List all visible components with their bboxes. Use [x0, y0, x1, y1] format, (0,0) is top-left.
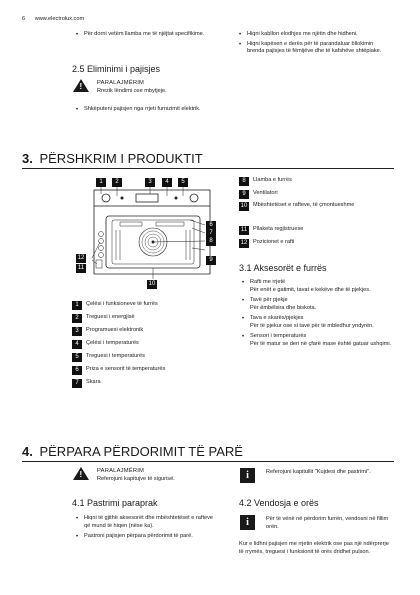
- section-4-1-title: 4.1 Pastrimi paraprak: [72, 498, 158, 508]
- callout-10: 10: [147, 280, 157, 289]
- section-title: PËRSHKRIM I PRODUKTIT: [39, 151, 203, 166]
- oven-drawing: [91, 187, 211, 279]
- section-4-2-title: 4.2 Vendosja e orës: [239, 498, 319, 508]
- callout-12: 12: [76, 254, 86, 263]
- top-right-bullets: Hiqni kabllon elodhjes me njëtin dhe hid…: [239, 31, 389, 56]
- s4-warning: PARALAJMËRIM Referojuni kapitujve të sig…: [97, 468, 227, 483]
- callout-1: 1: [96, 178, 106, 187]
- s25-bullets: Shkëputeni pajisjen nga rrjeti furnizimi…: [76, 106, 211, 114]
- section-number: 4.: [22, 444, 33, 459]
- list-item: Sensori i temperaturës: [242, 333, 392, 341]
- section-title: PËRPARA PËRDORIMIT TË PARË: [39, 444, 243, 459]
- top-left-bullets: Për dorni vetëm llamba me të njëjtat spe…: [76, 31, 206, 39]
- list-item: Rafti me rrjetë: [242, 279, 392, 287]
- s42-body: Kur e lidhni pajisjen me rrjetin elektri…: [239, 541, 389, 555]
- section-2-5-title: 2.5 Eliminimi i pajisjes: [72, 64, 161, 74]
- list-item-desc: Për të matur se deri në çfarë mase është…: [250, 340, 392, 347]
- list-item: Hiqni kabllon elodhjes me njëtin dhe hid…: [239, 31, 389, 39]
- callout-6: 6: [206, 221, 216, 230]
- callout-5: 5: [178, 178, 188, 187]
- accessories-list: Rafti me rrjetë Për enët e gatimit, tava…: [242, 279, 392, 348]
- s42-info: Për të vënë në përdorim furrën, vendosni…: [266, 516, 389, 530]
- info-icon: i: [240, 515, 255, 530]
- list-item: Tavë për pjekje: [242, 297, 392, 305]
- warning-text: Referojuni kapitujve të sigurisë.: [97, 475, 175, 482]
- list-item-desc: Për të pjekur ose si tavë për të mbledhu…: [250, 322, 374, 329]
- callout-9: 9: [206, 256, 216, 265]
- callout-4: 4: [162, 178, 172, 187]
- warning-text: Rrezik lëndimi ose mbytjeje.: [97, 87, 167, 94]
- section-3-rule: [22, 168, 394, 169]
- list-item: Shkëputeni pajisjen nga rrjeti furnizimi…: [76, 106, 211, 114]
- section-3-heading: 3. PËRSHKRIM I PRODUKTIT: [22, 150, 203, 168]
- list-item: Hiqni të gjithë aksesorët dhe mbështetës…: [76, 515, 216, 530]
- page-number: 6: [22, 16, 26, 22]
- callout-2: 2: [112, 178, 122, 187]
- s4-info: Referojuni kapitullit "Kujdesi dhe pastr…: [266, 469, 371, 475]
- section-4-rule: [22, 461, 394, 462]
- site-url: www.electrolux.com: [34, 16, 85, 22]
- section-3-1-title: 3.1 Aksesorët e furrës: [239, 263, 327, 273]
- list-item: Për dorni vetëm llamba me të njëjtat spe…: [76, 31, 206, 39]
- callout-11: 11: [76, 264, 86, 273]
- list-item: Hiqni kapësen e derës për të parandaluar…: [239, 41, 389, 56]
- page-header: 6 www.electrolux.com: [22, 16, 84, 24]
- section-number: 3.: [22, 151, 33, 166]
- warning-title: PARALAJMËRIM: [97, 80, 145, 86]
- list-item-desc: Për enët e gatimit, tavat e kekëve dhe t…: [250, 286, 371, 293]
- callout-7: 7: [206, 229, 216, 238]
- section-4-heading: 4. PËRPARA PËRDORIMIT TË PARË: [22, 443, 243, 461]
- oven-diagram: 1 2 3 4 5 6 7 8 9 12 11 10: [72, 176, 222, 294]
- callout-8: 8: [206, 237, 216, 246]
- list-item-desc: Për ëmbëlsira dhe biskota.: [250, 304, 317, 311]
- list-item: Pastroni pajisjen përpara përdorimit të …: [76, 533, 216, 541]
- s41-bullets: Hiqni të gjithë aksesorët dhe mbështetës…: [76, 515, 216, 541]
- list-item: Tava e skarës/pjekjes: [242, 315, 392, 323]
- callout-3: 3: [145, 178, 155, 187]
- info-icon: i: [240, 468, 255, 483]
- warning-icon: [73, 79, 89, 93]
- s25-warning: PARALAJMËRIM Rrezik lëndimi ose mbytjeje…: [97, 80, 217, 95]
- warning-title: PARALAJMËRIM: [97, 468, 145, 474]
- warning-icon: [73, 467, 89, 481]
